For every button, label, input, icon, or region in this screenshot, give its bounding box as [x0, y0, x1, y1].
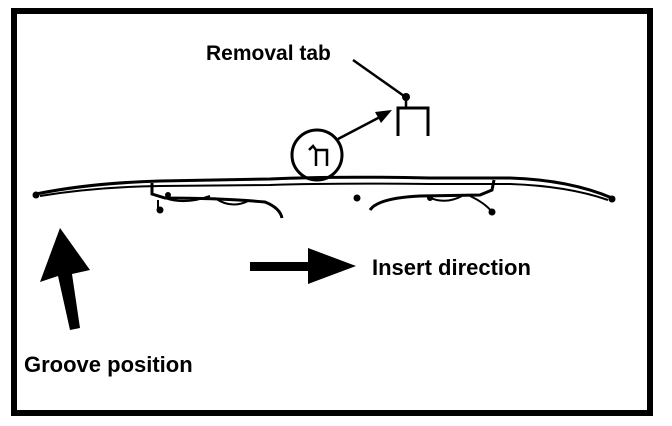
magnify-arrow: [337, 110, 392, 141]
left-clip-group: [150, 183, 284, 219]
diagram-frame: [11, 8, 653, 416]
removal-tab-magnifier: [290, 128, 344, 182]
removal-tab-leader-line: [352, 58, 410, 101]
groove-position-arrow: [40, 228, 90, 330]
insert-direction-label: Insert direction: [372, 255, 531, 280]
groove-position-label: Groove position: [24, 352, 193, 377]
molding-strip: [32, 175, 616, 203]
right-clip-group: [353, 179, 496, 216]
removal-tab-detail: [396, 100, 430, 136]
insert-direction-arrow: [250, 248, 356, 284]
removal-tab-label: Removal tab: [206, 42, 331, 65]
